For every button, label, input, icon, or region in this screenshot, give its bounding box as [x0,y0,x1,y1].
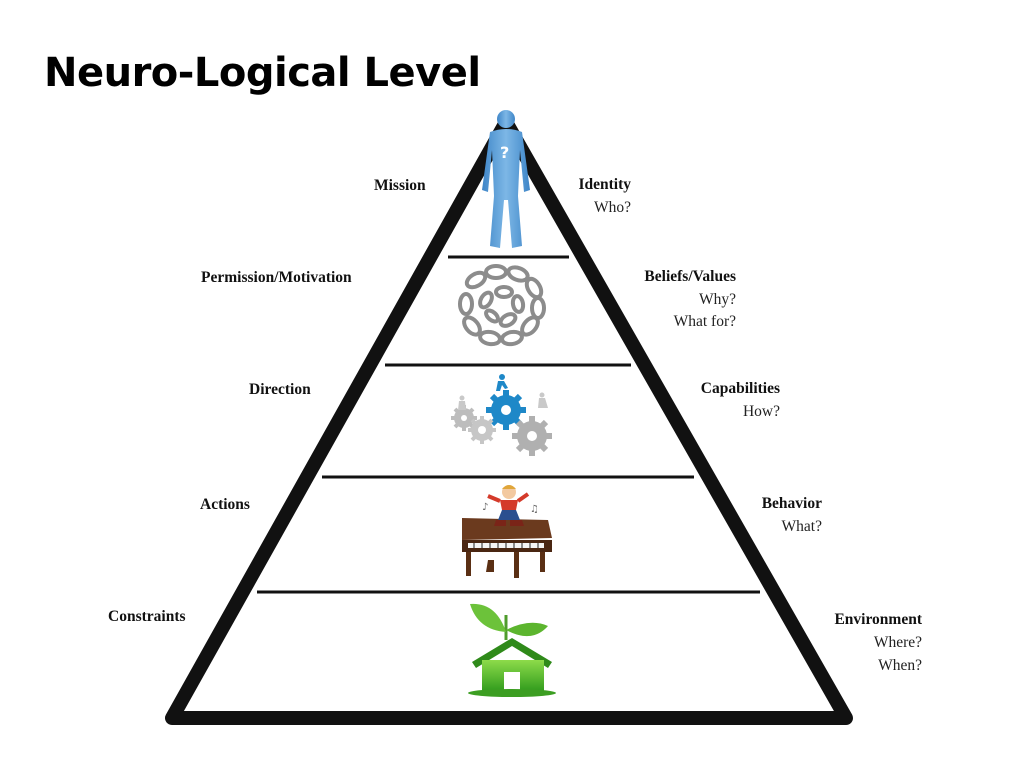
left-label-mission: Mission [374,177,426,194]
page-title: Neuro-Logical Level [44,50,481,96]
runner-blue [496,374,508,391]
gear-grey-middle [468,416,496,444]
right-label-behavior: Behavior [762,495,822,512]
gear-blue [486,390,526,430]
gear-grey-left [451,405,477,431]
right-label-environment: Environment [834,611,922,628]
right-question-why: Why? [699,291,736,308]
right-question-when: When? [878,657,922,674]
pyramid-dividers [257,255,760,594]
left-labels: Mission Permission/Motivation Direction … [108,177,426,625]
right-label-identity: Identity [578,176,631,193]
left-label-permission-motivation: Permission/Motivation [201,269,352,286]
svg-text:?: ? [500,143,509,162]
left-label-constraints: Constraints [108,608,186,625]
right-label-capabilities: Capabilities [701,380,780,397]
left-label-direction: Direction [249,381,311,398]
music-notes: ♪ ♫ [482,502,539,515]
right-question-who: Who? [594,199,631,216]
right-label-beliefs-values: Beliefs/Values [644,268,736,285]
chain-icon [458,264,546,347]
svg-text:♫: ♫ [530,504,539,515]
right-question-what: What? [782,518,823,535]
runner-grey-left [458,395,466,410]
right-labels: Identity Who? Beliefs/Values Why? What f… [578,176,922,674]
green-house-icon [468,603,556,697]
right-question-where: Where? [874,634,922,651]
svg-text:♪: ♪ [482,502,488,513]
piano [462,518,552,578]
piano-dancer-icon: ♪ ♫ [462,485,552,578]
right-question-how: How? [743,403,780,420]
left-label-actions: Actions [200,496,250,513]
person-question-icon: ? [482,110,530,248]
right-question-what-for: What for? [674,313,737,330]
gear-grey-right [512,416,552,456]
runner-grey-right [538,392,548,408]
gears-icon [451,374,552,456]
dancer-boy [487,485,530,526]
